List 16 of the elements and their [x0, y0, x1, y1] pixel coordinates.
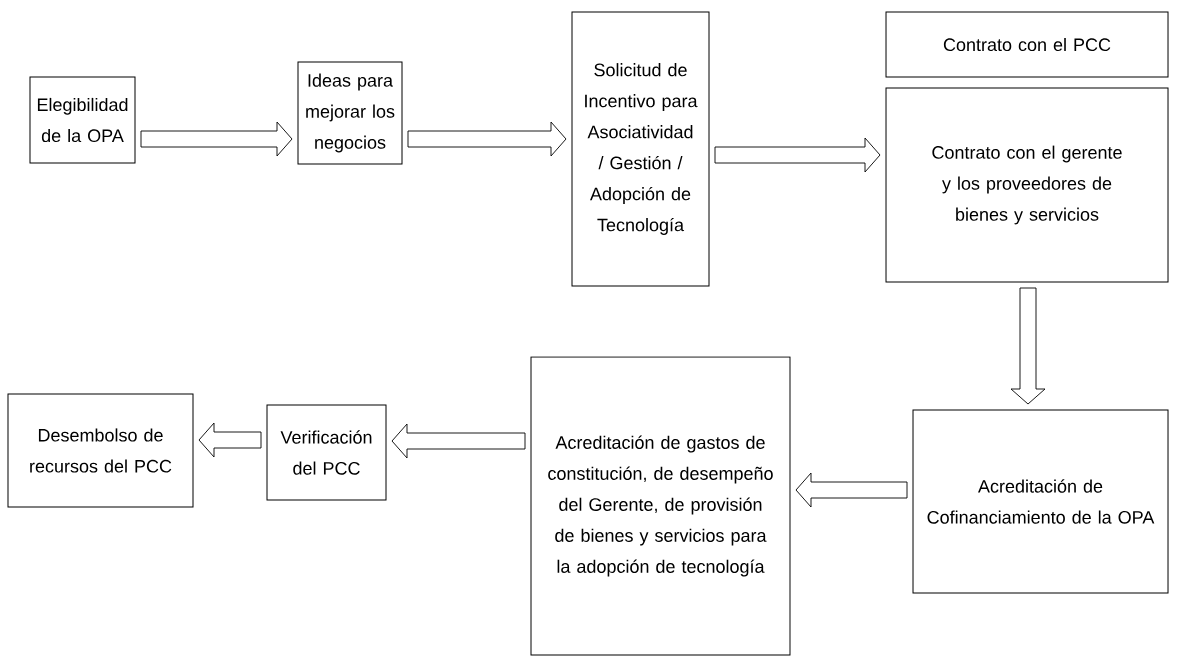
process-box: Verificación del PCC — [266, 404, 387, 501]
block-arrow — [391, 423, 526, 459]
process-box: Acreditación de gastos de constitución, de desempeño del Gerente, de provisión de bienes y servicios para la adopción de tecnología — [530, 356, 791, 656]
block-arrow — [795, 472, 908, 508]
process-box: Acreditación de Cofinanciamiento de la OPA — [912, 409, 1169, 594]
process-box: Elegibilidad de la OPA — [29, 76, 136, 164]
process-box: Desembolso de recursos del PCC — [7, 393, 194, 508]
process-box: Solicitud de Incentivo para Asociatividad / Gestión / Adopción de Tecnología — [571, 11, 710, 287]
process-box: Contrato con el gerente y los proveedores de bienes y servicios — [885, 87, 1169, 283]
block-arrow — [407, 121, 567, 157]
block-arrow — [140, 121, 293, 157]
block-arrow — [1010, 287, 1046, 405]
process-box: Contrato con el PCC — [885, 11, 1169, 78]
process-box: Ideas para mejorar los negocios — [297, 61, 403, 165]
block-arrow — [714, 137, 881, 173]
block-arrow — [198, 422, 262, 458]
